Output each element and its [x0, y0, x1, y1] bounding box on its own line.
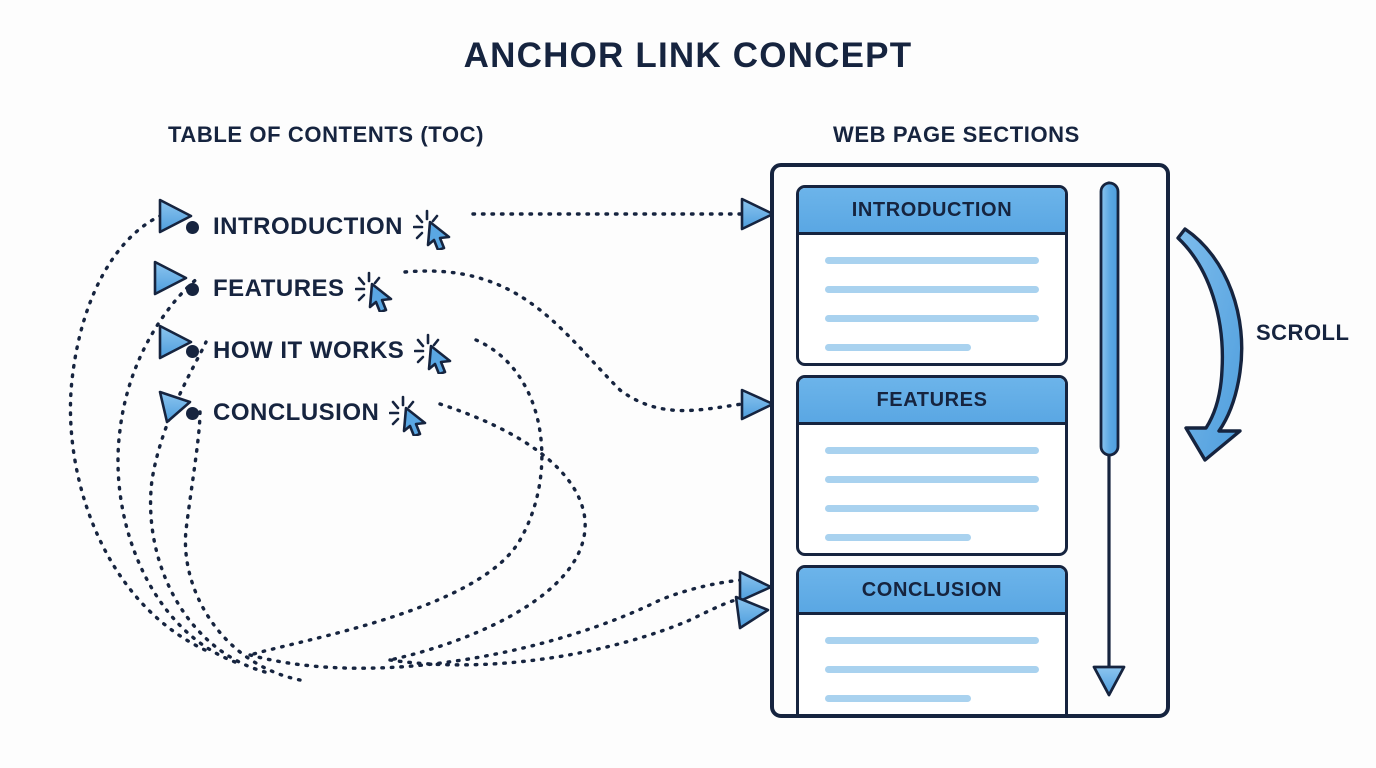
sections-viewport[interactable]: INTRODUCTION FEATURES	[774, 167, 1166, 714]
arrowhead-right-icon	[740, 197, 775, 231]
link-sweep-to-conclusion-b	[388, 596, 747, 667]
bullet-dot	[186, 344, 199, 358]
bullet-dot	[186, 406, 199, 420]
click-cursor-icon	[412, 209, 451, 250]
text-line	[825, 505, 1039, 512]
link-howitworks-out	[248, 338, 544, 657]
link-features-out	[403, 269, 744, 413]
toc-list: INTRODUCTION FEATURES	[186, 196, 516, 444]
toc-item-label: FEATURES	[213, 275, 345, 302]
page-title: ANCHOR LINK CONCEPT	[463, 36, 913, 75]
section-card-conclusion[interactable]: CONCLUSION	[796, 565, 1068, 714]
arrowhead-right-icon	[158, 390, 192, 424]
section-title: CONCLUSION	[861, 578, 1003, 601]
toc-column-heading: TABLE OF CONTENTS (TOC)	[168, 122, 485, 147]
section-body	[799, 235, 1065, 363]
link-return-conclusion	[183, 410, 302, 682]
text-line	[825, 637, 1039, 644]
section-header: INTRODUCTION	[799, 188, 1065, 235]
section-body	[799, 615, 1065, 714]
section-title: INTRODUCTION	[851, 198, 1013, 221]
section-title: FEATURES	[876, 388, 988, 411]
toc-item-features[interactable]: FEATURES	[186, 258, 516, 320]
sections-column-heading: WEB PAGE SECTIONS	[833, 122, 1080, 147]
web-page-frame: INTRODUCTION FEATURES	[770, 163, 1170, 718]
text-line	[825, 447, 1039, 454]
text-line	[825, 344, 971, 351]
section-header: FEATURES	[799, 378, 1065, 425]
toc-item-conclusion[interactable]: CONCLUSION	[186, 382, 516, 444]
section-header: CONCLUSION	[799, 568, 1065, 615]
bullet-dot	[186, 282, 199, 296]
link-return-features	[116, 276, 237, 664]
curved-arrow-down-icon	[1176, 227, 1244, 462]
scrollbar-thumb	[1099, 181, 1120, 457]
link-conclusion-out	[388, 402, 587, 662]
text-line	[825, 695, 971, 702]
text-line	[825, 315, 1039, 322]
toc-item-label: HOW IT WORKS	[213, 337, 405, 364]
link-sweep-to-conclusion-a	[248, 578, 744, 670]
link-return-howitworks	[148, 340, 267, 674]
arrowhead-right-icon	[740, 388, 775, 421]
arrow-down-icon	[1092, 665, 1126, 697]
section-card-features[interactable]: FEATURES	[796, 375, 1068, 556]
toc-item-introduction[interactable]: INTRODUCTION	[186, 196, 516, 258]
toc-item-label: CONCLUSION	[213, 399, 380, 426]
bullet-dot	[186, 220, 199, 234]
click-cursor-icon	[354, 271, 392, 312]
text-line	[825, 286, 1039, 293]
text-line	[825, 534, 971, 541]
text-line	[825, 476, 1039, 483]
text-line	[825, 257, 1039, 264]
section-card-introduction[interactable]: INTRODUCTION	[796, 185, 1068, 366]
link-return-introduction	[68, 214, 207, 652]
arrowhead-right-icon	[153, 260, 188, 296]
scrollbar-vertical[interactable]	[1088, 167, 1166, 714]
scroll-label: SCROLL	[1256, 320, 1350, 345]
arrowhead-right-icon	[158, 198, 193, 234]
click-cursor-icon	[414, 333, 452, 374]
arrowhead-right-icon	[158, 324, 193, 360]
arrowhead-right-icon	[734, 595, 770, 630]
arrowhead-right-icon	[738, 570, 773, 603]
click-cursor-icon	[389, 395, 427, 436]
toc-item-label: INTRODUCTION	[213, 213, 403, 240]
toc-item-how-it-works[interactable]: HOW IT WORKS	[186, 320, 516, 382]
text-line	[825, 666, 1039, 673]
section-body	[799, 425, 1065, 553]
